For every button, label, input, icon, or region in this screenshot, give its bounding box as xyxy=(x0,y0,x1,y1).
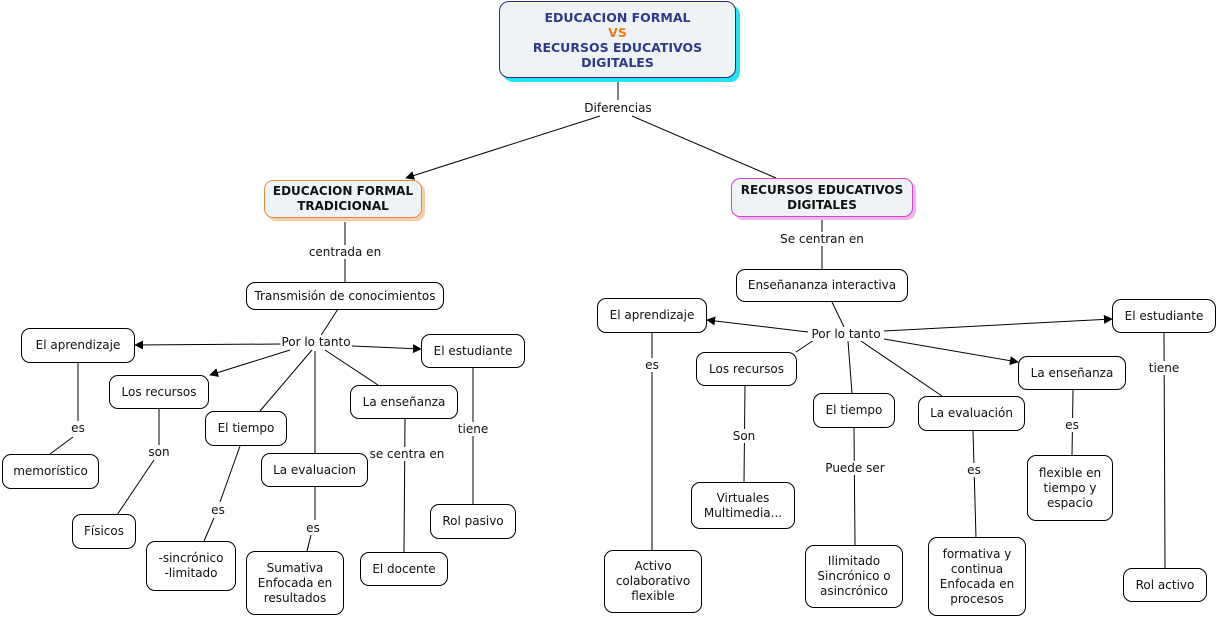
connector-arrow xyxy=(405,115,601,180)
connector xyxy=(795,339,815,353)
connector-arrow xyxy=(883,314,1113,332)
link-label-es: es xyxy=(966,463,982,477)
link-label-centrada-en: centrada en xyxy=(307,245,383,259)
left-memoristico[interactable]: memorístico xyxy=(2,454,99,489)
link-label-tiene: tiene xyxy=(1147,361,1181,375)
right-center-concept[interactable]: Enseñananza interactiva xyxy=(736,269,908,302)
link-label-es: es xyxy=(70,421,86,435)
root-title-line1: EDUCACION FORMAL xyxy=(544,9,691,25)
link-label-es: es xyxy=(1064,418,1080,432)
connector xyxy=(116,459,155,516)
link-label-es: es xyxy=(644,358,660,372)
left-estudiante[interactable]: El estudiante xyxy=(421,334,525,368)
connector xyxy=(403,417,406,553)
left-tiempo[interactable]: El tiempo xyxy=(205,411,287,446)
root-title-line3: DIGITALES xyxy=(581,54,654,70)
connector xyxy=(631,115,777,179)
left-center-concept[interactable]: Transmisión de conocimientos xyxy=(246,282,444,310)
connector-arrow xyxy=(351,344,422,354)
right-activo-colaborativo[interactable]: Activo colaborativo flexible xyxy=(604,550,702,613)
right-formativa[interactable]: formativa y continua Enfocada en proceso… xyxy=(928,537,1026,616)
left-hub-label: Por lo tanto xyxy=(280,335,352,349)
right-ensenanza[interactable]: La enseñanza xyxy=(1018,356,1126,390)
connector xyxy=(853,427,856,547)
link-label-es: es xyxy=(305,521,321,535)
connector xyxy=(324,349,379,386)
left-ensenanza[interactable]: La enseñanza xyxy=(350,385,458,419)
left-fisicos[interactable]: Físicos xyxy=(72,514,136,549)
right-hub-label: Por lo tanto xyxy=(810,327,882,341)
connector xyxy=(306,534,312,552)
connector-arrow xyxy=(134,340,283,350)
left-sincronico-limitado[interactable]: -sincrónico -limitado xyxy=(146,541,236,591)
connector-arrow xyxy=(883,338,1019,366)
connector xyxy=(49,436,74,455)
right-head-concept[interactable]: RECURSOS EDUCATIVOS DIGITALES xyxy=(731,178,913,217)
right-recursos[interactable]: Los recursos xyxy=(696,352,797,386)
link-label-son: son xyxy=(147,445,171,459)
connector xyxy=(259,349,313,412)
right-aprendizaje[interactable]: El aprendizaje xyxy=(597,298,707,333)
right-flexible-tiempo-espacio[interactable]: flexible en tiempo y espacio xyxy=(1027,455,1113,521)
right-estudiante[interactable]: El estudiante xyxy=(1112,299,1216,333)
left-aprendizaje[interactable]: El aprendizaje xyxy=(21,328,135,363)
right-rol-activo[interactable]: Rol activo xyxy=(1123,568,1207,602)
connector xyxy=(847,340,853,394)
left-evaluacion[interactable]: La evaluacion xyxy=(261,453,368,487)
right-tiempo[interactable]: El tiempo xyxy=(813,393,895,428)
link-label-se-centran-en: Se centran en xyxy=(779,232,865,246)
left-recursos[interactable]: Los recursos xyxy=(109,375,209,409)
connector-arrow xyxy=(209,349,291,377)
root-title-line2: RECURSOS EDUCATIVOS xyxy=(532,39,703,55)
root-concept[interactable]: EDUCACION FORMAL VS RECURSOS EDUCATIVOS … xyxy=(499,1,736,78)
right-ilimitado[interactable]: Ilimitado Sincrónico o asincrónico xyxy=(805,545,903,608)
link-label-puede-ser: Puede ser xyxy=(824,461,886,475)
left-head-concept[interactable]: EDUCACION FORMAL TRADICIONAL xyxy=(264,180,422,218)
root-vs: VS xyxy=(608,24,627,40)
right-virtuales[interactable]: Virtuales Multimedia... xyxy=(691,482,795,529)
connector xyxy=(831,301,845,328)
left-docente[interactable]: El docente xyxy=(360,552,448,586)
link-label-tiene: tiene xyxy=(456,422,490,436)
left-rol-pasivo[interactable]: Rol pasivo xyxy=(430,504,516,539)
right-evaluacion[interactable]: La evaluación xyxy=(918,396,1025,431)
connector xyxy=(972,429,977,539)
connector xyxy=(219,445,241,503)
connector xyxy=(857,338,943,397)
connector xyxy=(319,308,339,338)
link-label-es: es xyxy=(210,503,226,517)
link-label-diferencias: Diferencias xyxy=(583,101,653,115)
connector xyxy=(203,517,215,542)
connector-arrow xyxy=(706,316,809,333)
left-sumativa[interactable]: Sumativa Enfocada en resultados xyxy=(246,551,344,615)
link-label-son: Son xyxy=(731,429,757,443)
link-label-se-centra-en: se centra en xyxy=(368,447,446,461)
